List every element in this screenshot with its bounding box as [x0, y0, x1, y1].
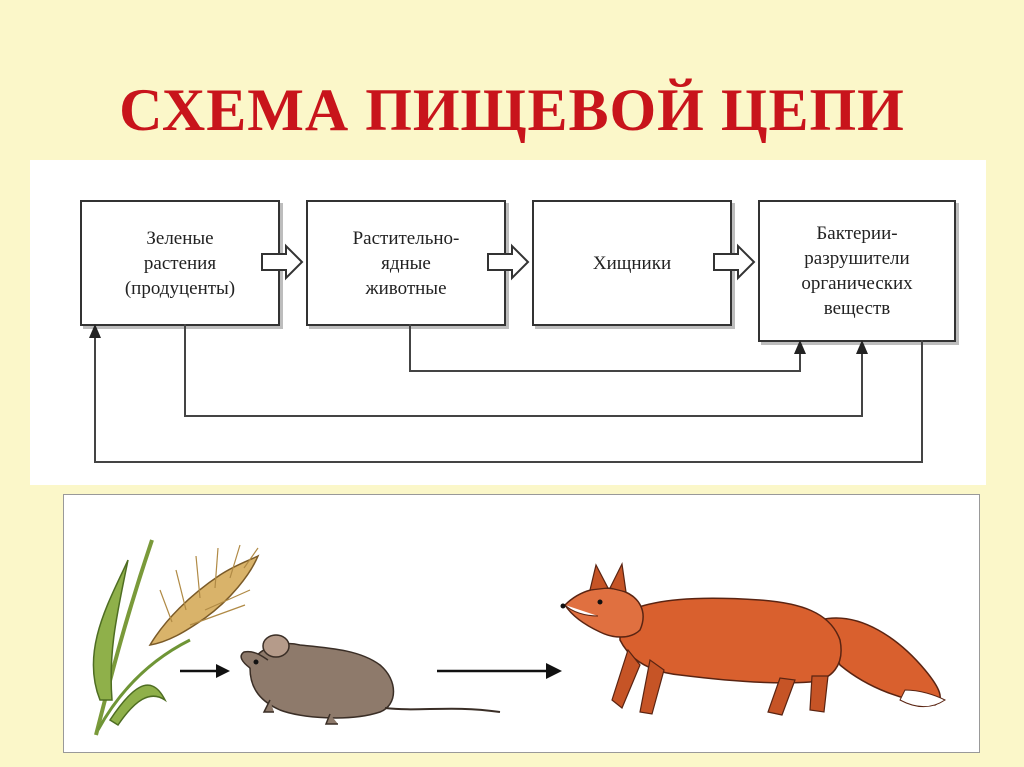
- fox-icon: [560, 562, 946, 716]
- line-herbivores-to-decomposers: [409, 324, 801, 372]
- node-decomposers: Бактерии- разрушители органических вещес…: [758, 200, 956, 342]
- arrow-predators-to-decomposers: [713, 243, 756, 281]
- node-herbivores: Растительно- ядные животные: [306, 200, 506, 326]
- line-producers-to-decomposers: [184, 324, 863, 417]
- arrow-producers-to-herbivores: [261, 243, 304, 281]
- arrow-herbivores-to-predators: [487, 243, 530, 281]
- arrow-plant-to-mouse: [180, 664, 230, 678]
- mouse-icon: [240, 634, 501, 725]
- page-title: СХЕМА ПИЩЕВОЙ ЦЕПИ: [119, 77, 905, 143]
- arrowhead-up-producers: [89, 324, 101, 338]
- line-decomposers-to-producers: [94, 337, 923, 463]
- arrowhead-up-decomposers-1: [794, 340, 806, 354]
- wheat-plant-icon: [92, 539, 260, 736]
- arrowhead-up-decomposers-2: [856, 340, 868, 354]
- node-producers: Зеленые растения (продуценты): [80, 200, 280, 326]
- node-predators: Хищники: [532, 200, 732, 326]
- arrow-mouse-to-fox: [437, 663, 562, 679]
